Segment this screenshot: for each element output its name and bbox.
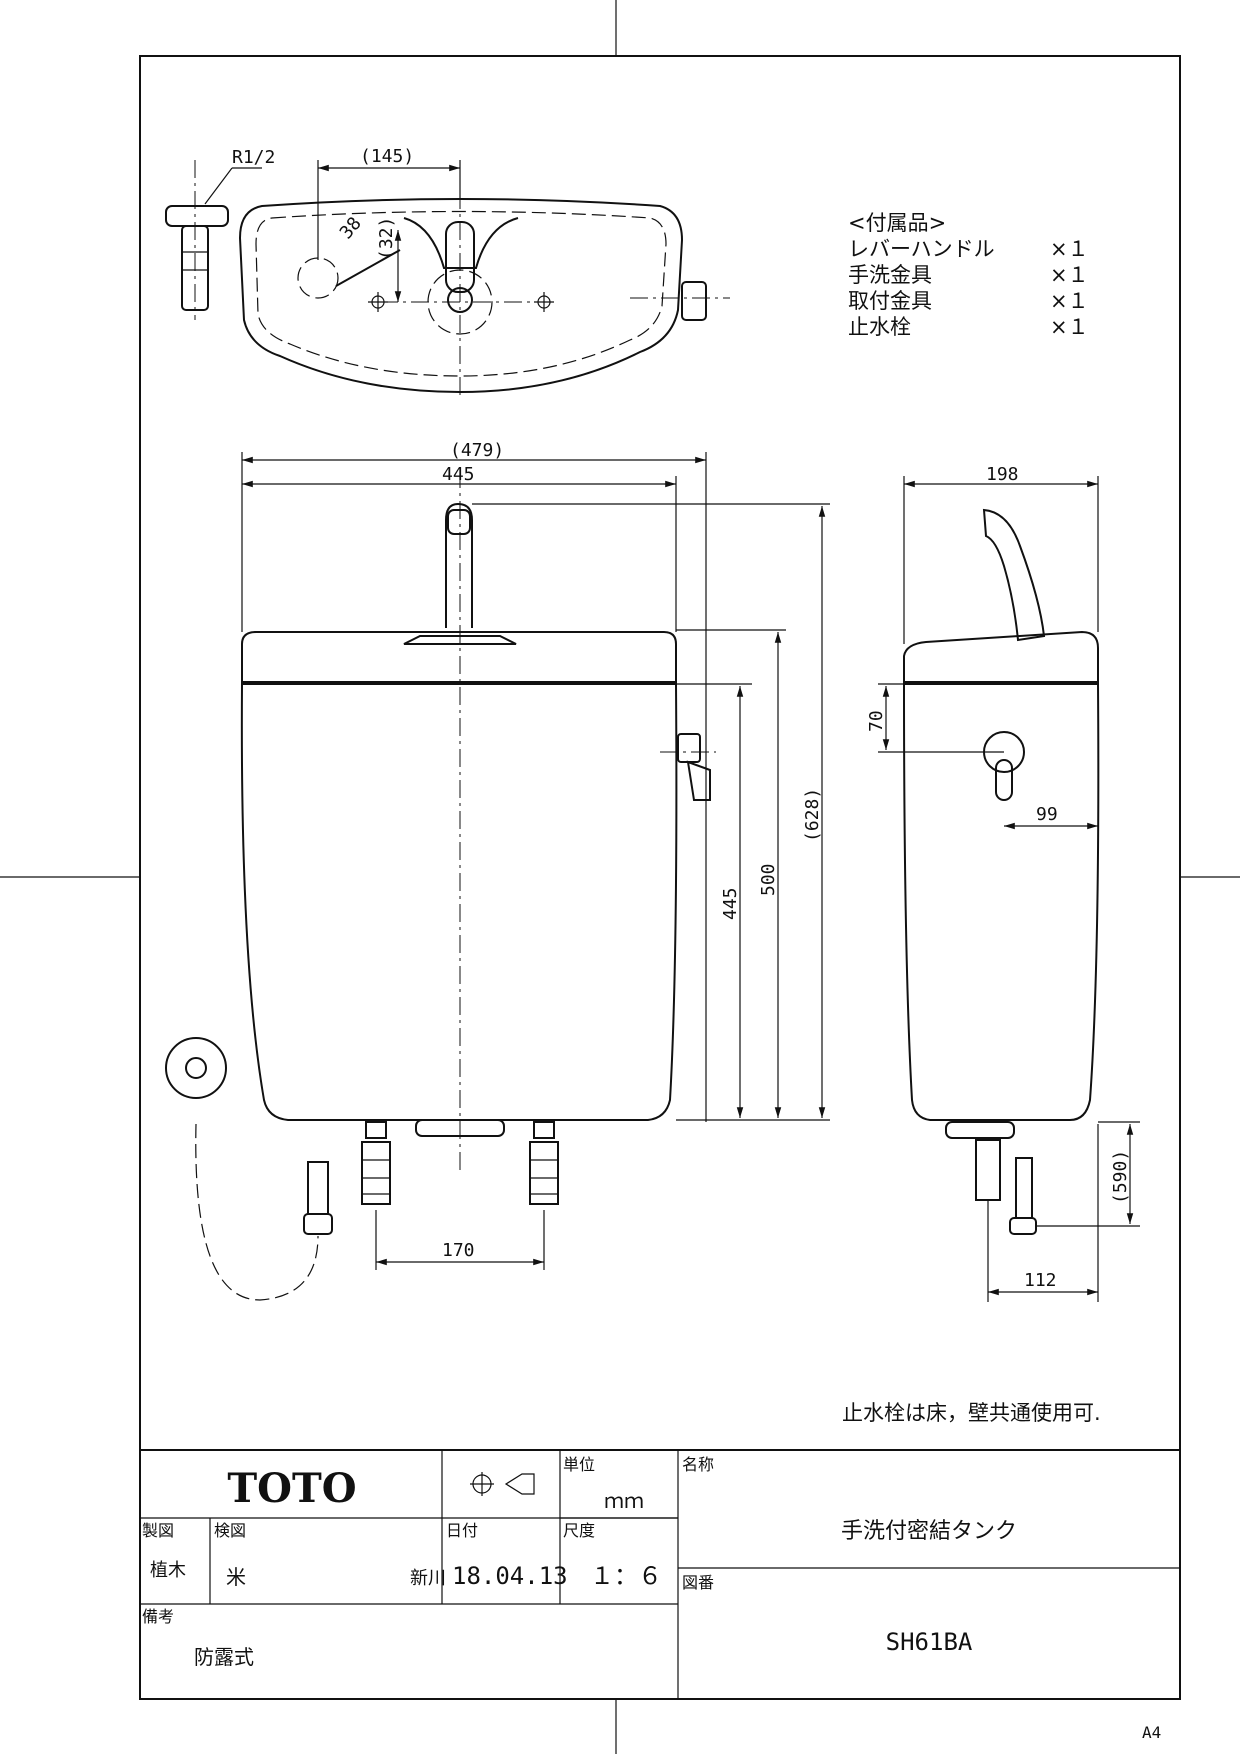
drawing-frame	[139, 55, 1181, 1700]
top-view	[238, 160, 730, 400]
remarks-label: 備考	[142, 1607, 174, 1626]
checked-label: 検図	[214, 1521, 246, 1540]
accessories-heading: <付属品>	[848, 211, 946, 235]
accessories-list: <付属品> レバーハンドル ×１ 手洗金具 ×１ 取付金具 ×１ 止水栓 ×１	[848, 211, 1089, 339]
scale-value: １：６	[590, 1562, 662, 1590]
accessory-qty: ×１	[1050, 263, 1089, 287]
dim-lid-height: 500	[758, 863, 779, 896]
drawn-by: 植木	[150, 1560, 186, 1581]
dim-top-depth: (32)	[376, 217, 397, 260]
dim-body-width: 445	[442, 464, 475, 485]
name-value: 手洗付密結タンク	[841, 1519, 1017, 1544]
dim-hole-dia: 38	[336, 213, 366, 243]
unit-label: 単位	[563, 1455, 595, 1474]
stop-valve-detail: R1/2	[165, 147, 275, 320]
scale-label: 尺度	[563, 1521, 595, 1540]
dim-lever-offset: 99	[1036, 804, 1058, 825]
accessory-name: 手洗金具	[848, 263, 932, 287]
dim-bolt-spacing: 170	[442, 1240, 475, 1261]
checked-by-1: 米	[226, 1565, 246, 1589]
dim-valve-offset: 112	[1024, 1270, 1057, 1291]
accessory-qty: ×１	[1050, 237, 1089, 261]
unit-value: ｍｍ	[604, 1489, 644, 1513]
dim-body-height: 445	[720, 887, 741, 920]
dim-side-depth: 198	[986, 464, 1019, 485]
title-block: TOTO 単位 ｍｍ 名称 手洗付密結タンク 製図 植木 検図 米 新川 日付 …	[140, 1449, 1180, 1699]
side-dimensions: 198 70 99 (590) 112	[866, 464, 1140, 1302]
checked-by-2: 新川	[410, 1568, 446, 1589]
mount-bolt-left	[361, 1121, 391, 1205]
thread-label: R1/2	[232, 147, 275, 168]
accessory-qty: ×１	[1050, 315, 1089, 339]
side-view	[902, 508, 1100, 1235]
toto-logo: TOTO	[227, 1465, 356, 1512]
dim-overall-width: (479)	[450, 440, 504, 461]
projection-symbol	[470, 1472, 535, 1496]
drawing-note: 止水栓は床，壁共通使用可.	[842, 1401, 1101, 1425]
accessory-qty: ×１	[1050, 289, 1089, 313]
dim-lever-height: 70	[866, 710, 887, 732]
date-label: 日付	[446, 1521, 478, 1540]
dim-total-height: (628)	[802, 788, 823, 842]
number-value: SH61BA	[886, 1628, 973, 1656]
paper-size: A4	[1142, 1723, 1161, 1742]
remarks-value: 防露式	[194, 1645, 254, 1669]
dim-top-offset: (145)	[360, 146, 414, 167]
front-view	[165, 470, 716, 1301]
date-value: 18.04.13	[452, 1562, 568, 1590]
dim-valve-height: (590)	[1110, 1150, 1131, 1204]
mount-bolt-right	[529, 1121, 559, 1205]
front-dimensions: (479) 445 (628) 500 445 170	[241, 440, 830, 1270]
accessory-name: 止水栓	[848, 315, 911, 339]
name-label: 名称	[682, 1455, 714, 1474]
number-label: 図番	[682, 1573, 714, 1592]
accessory-name: 取付金具	[848, 289, 932, 313]
accessory-name: レバーハンドル	[848, 237, 995, 261]
drawn-label: 製図	[142, 1521, 174, 1540]
